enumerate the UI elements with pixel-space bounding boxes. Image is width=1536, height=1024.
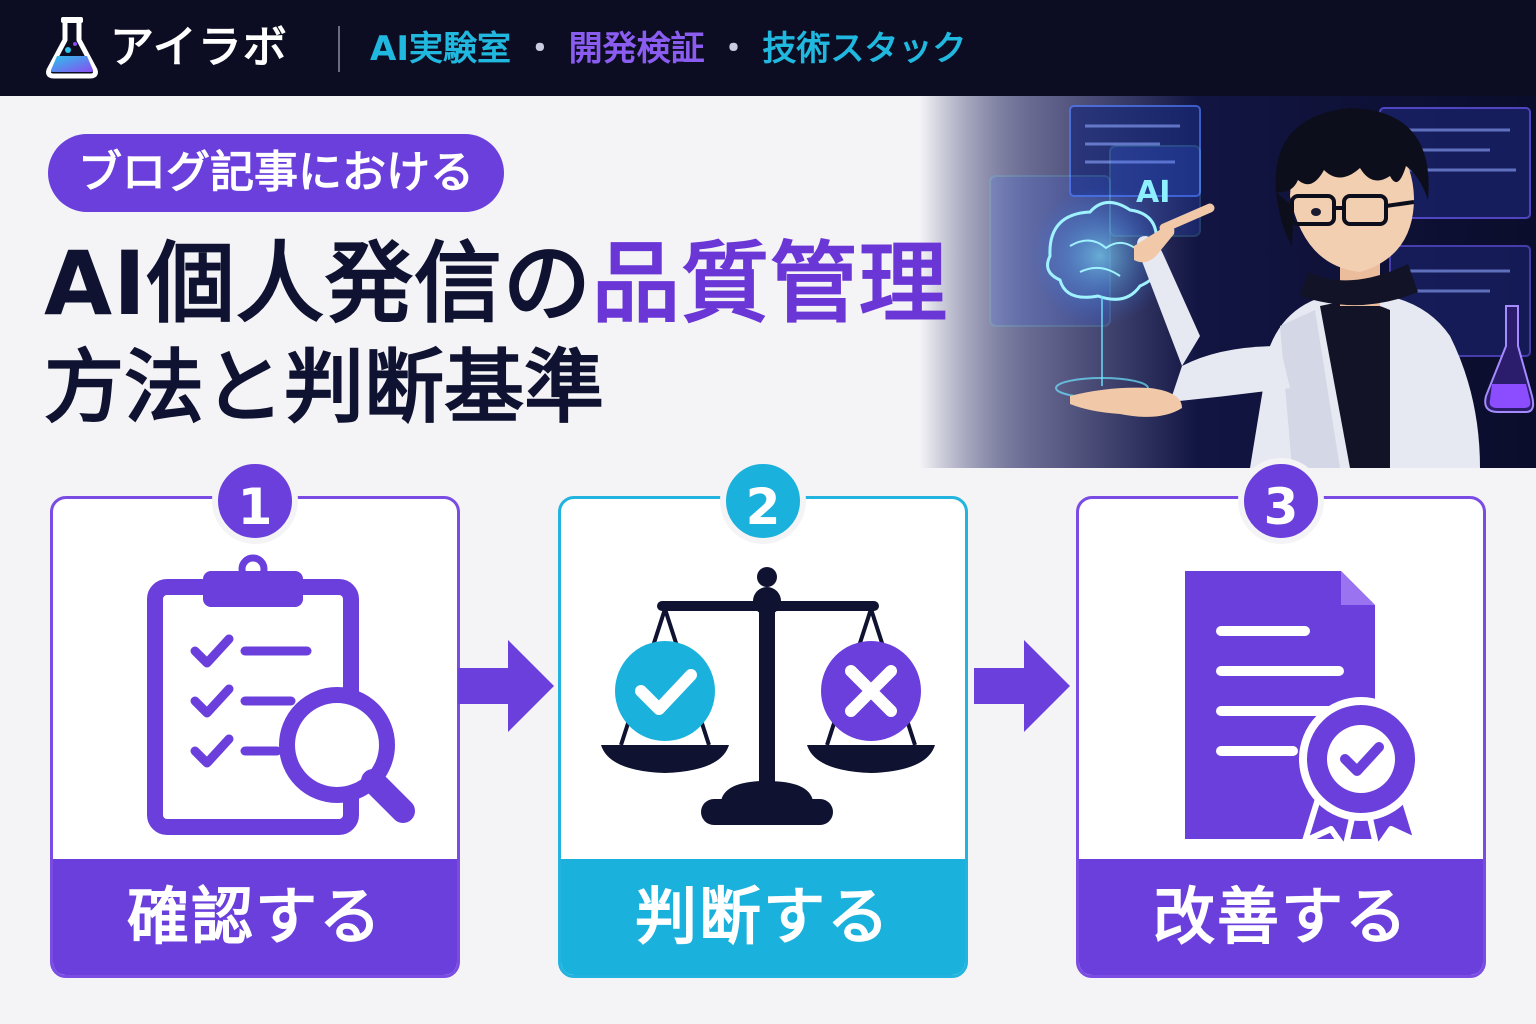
certified-document-icon xyxy=(1185,571,1423,852)
brand-name: アイラボ xyxy=(110,22,288,73)
step-number-2: 2 xyxy=(720,458,806,544)
header-divider xyxy=(338,26,340,72)
balance-scale-icon xyxy=(601,567,935,825)
tagline-tech-stack: 技術スタック xyxy=(762,29,967,69)
title-main-text: AI個人発信の xyxy=(44,232,592,335)
step-label-2: 判断する xyxy=(561,859,965,975)
subtitle-pill: ブログ記事における xyxy=(48,134,504,212)
step-label-3: 改善する xyxy=(1079,859,1483,975)
hero-illustration: AI xyxy=(920,96,1536,468)
step-card-3: 改善する xyxy=(1076,496,1486,978)
tagline-separator: ・ xyxy=(522,29,557,69)
step-card-1: 確認する xyxy=(50,496,460,978)
tagline-ai-lab: AI実験室 xyxy=(370,29,511,69)
page-title-line1: AI個人発信の品質管理 xyxy=(44,232,948,336)
tagline: AI実験室 ・ 開発検証 ・ 技術スタック xyxy=(370,28,966,70)
top-bar: アイラボ AI実験室 ・ 開発検証 ・ 技術スタック xyxy=(0,0,1536,96)
scientist-illustration: AI xyxy=(920,96,1536,468)
tagline-separator: ・ xyxy=(716,29,751,69)
step-card-2: 判断する xyxy=(558,496,968,978)
page-title-line2: 方法と判断基準 xyxy=(44,341,604,434)
tagline-development: 開発検証 xyxy=(568,29,705,69)
step-number-3: 3 xyxy=(1238,458,1324,544)
step-label-1: 確認する xyxy=(53,859,457,975)
clipboard-check-magnifier-icon xyxy=(147,554,415,835)
flask-icon xyxy=(46,17,98,79)
step-number-1: 1 xyxy=(212,458,298,544)
arrow-right-icon xyxy=(974,640,1070,732)
arrow-right-icon xyxy=(458,640,554,732)
title-accent-text: 品質管理 xyxy=(591,232,948,335)
